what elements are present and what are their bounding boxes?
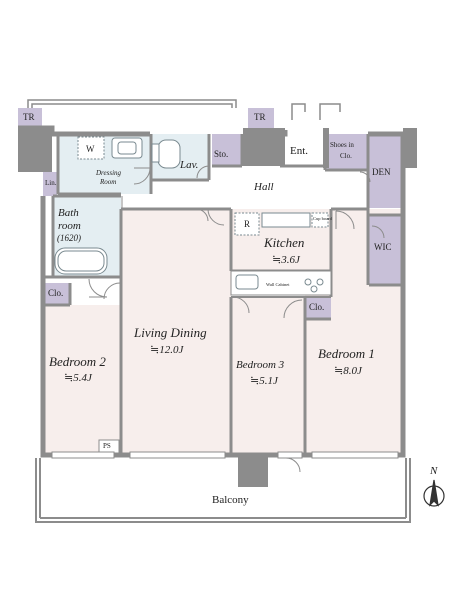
hall-label: Hall: [254, 181, 274, 193]
tr-left-label: TR: [23, 112, 35, 122]
closet-left-box: [44, 283, 70, 305]
fridge-label: R: [244, 219, 251, 229]
bedroom1-area-label: ≒8.0J: [334, 365, 362, 377]
shoes-closet-label-1: Shoes in: [330, 141, 354, 149]
dressing-room-label-2: Room: [100, 178, 117, 186]
cupboard-label: Cup board: [313, 216, 332, 221]
roof-ledges: [27, 99, 341, 120]
bedroom1-label: Bedroom 1: [318, 346, 375, 361]
kitchen-island: [230, 270, 332, 296]
lin-box: [43, 172, 57, 196]
den-label: DEN: [372, 167, 391, 177]
balcony-label: Balcony: [212, 494, 249, 506]
den-box: [368, 134, 403, 208]
cupboard-box: [311, 212, 329, 228]
closet-left-label: Clo.: [48, 288, 64, 298]
bedroom2-floor: [43, 305, 121, 455]
windows: [51, 451, 399, 459]
bedroom3-floor: [231, 297, 305, 455]
kitchen-counter-top: [261, 212, 311, 228]
tr-right-box: [248, 108, 274, 128]
bedroom3-label: Bedroom 3: [236, 359, 285, 371]
lin-label: Lin.: [45, 179, 57, 187]
lav-label: Lav.: [180, 159, 199, 171]
compass-north-label: N: [430, 465, 438, 477]
wic-label: WIC: [374, 242, 392, 252]
wall-cabinet-label: Wall Cabinet: [266, 282, 290, 287]
balcony-outline: [35, 458, 411, 523]
bathroom-label-1: Bath: [58, 207, 79, 219]
living-dining-area-label: ≒12.0J: [150, 344, 184, 356]
fixtures: [54, 136, 332, 298]
ps-label: PS: [103, 442, 111, 450]
storage-box: [212, 134, 242, 166]
closet-right-label: Clo.: [309, 302, 325, 312]
dressing-sink: [111, 137, 143, 159]
shoes-closet-box: [325, 134, 368, 170]
washer-label: W: [86, 144, 95, 154]
compass-icon: [423, 479, 445, 507]
tr-left-box: [18, 108, 42, 128]
bedroom2-area-label: ≒5.4J: [64, 372, 92, 384]
bathroom-size-label: (1620): [57, 233, 81, 243]
closet-right-box: [305, 297, 331, 319]
toilet: [157, 139, 181, 169]
entrance-label: Ent.: [290, 145, 309, 157]
dressing-room-label-1: Dressing: [96, 169, 122, 177]
tr-right-label: TR: [254, 112, 266, 122]
kitchen-label: Kitchen: [264, 235, 305, 250]
fridge-box: [234, 212, 260, 236]
living-dining-floor: [121, 209, 231, 455]
bathtub: [54, 247, 108, 275]
washer-box: [77, 136, 105, 160]
shoes-closet-label-2: Clo.: [340, 152, 352, 160]
kitchen-area-label: ≒3.6J: [272, 254, 300, 266]
bedroom2-label: Bedroom 2: [49, 354, 106, 369]
living-dining-label: Living Dining: [134, 325, 207, 340]
bathroom-label-2: room: [58, 220, 81, 232]
bedroom3-area-label: ≒5.1J: [250, 375, 278, 387]
storage-label: Sto.: [214, 149, 229, 159]
